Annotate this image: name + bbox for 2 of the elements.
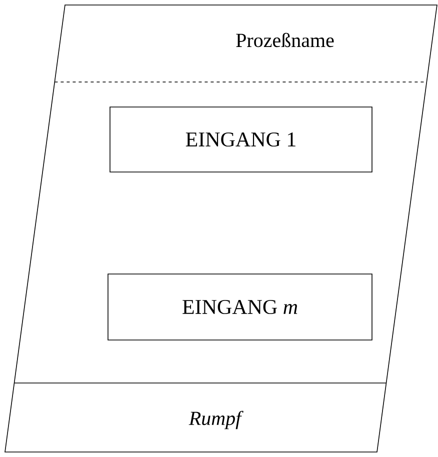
input-box: EINGANG 1 [110, 106, 372, 172]
input-box: EINGANG m [108, 274, 372, 340]
